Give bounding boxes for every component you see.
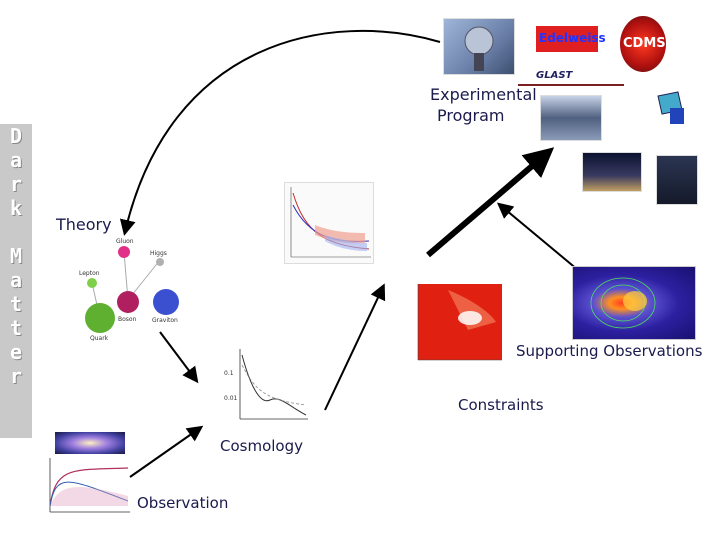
arrow-supporting-to-experimental (496, 202, 579, 271)
constraints-plot: 0.1 0.01 (220, 345, 310, 425)
exclusion-plot (284, 182, 374, 264)
red-exclusion-plot (408, 280, 504, 372)
sidebar-letter: t (9, 316, 23, 340)
arrow-theory-to-cosmology (159, 331, 199, 384)
sidebar-letter: a (9, 268, 23, 292)
cdms-logo: CDMS (620, 16, 666, 72)
thick-arrow-to-experimental (426, 147, 555, 258)
particle-label-lepton: Lepton (79, 270, 100, 277)
particle-label-quark: Quark (90, 335, 109, 342)
observatory-photo (656, 155, 698, 205)
sidebar-letter: e (9, 340, 23, 364)
sidebar-letter: r (9, 364, 23, 388)
satellite-image (648, 88, 688, 128)
sidebar-letter: a (9, 148, 23, 172)
glast-logo: GLAST (518, 70, 624, 86)
night-city-photo (582, 152, 642, 192)
curved-arrow-experimental-to-theory (119, 29, 441, 236)
galaxy-image (55, 432, 125, 454)
sidebar-letter: t (9, 292, 23, 316)
svg-text:0.01: 0.01 (224, 395, 238, 402)
detector-photo (540, 95, 602, 141)
rotation-curve-plot (42, 456, 132, 518)
dark-matter-sidebar: D a r k M a t t e r (0, 124, 32, 438)
arrow-observation-to-cosmology (129, 425, 204, 478)
experimental-label: Experimental Program (430, 85, 537, 125)
sidebar-letter: M (9, 244, 23, 268)
sidebar-letter: D (9, 124, 23, 148)
particle-label-graviton: Graviton (152, 317, 178, 324)
arrow-constraints-to-center (324, 283, 386, 411)
sidebar-letter: k (9, 196, 23, 220)
supporting-observations-label: Supporting Observations (516, 342, 703, 360)
particle-label-boson: Boson (118, 316, 137, 323)
particle-label-higgs: Higgs (150, 250, 167, 257)
edelweiss-logo: Edelweiss (536, 26, 606, 52)
constraints-label: Constraints (458, 396, 544, 414)
observation-label: Observation (137, 494, 229, 512)
cosmology-label: Cosmology (220, 437, 303, 455)
theory-label: Theory (56, 215, 112, 234)
sidebar-letter: r (9, 172, 23, 196)
svg-text:0.1: 0.1 (224, 370, 234, 377)
telescope-image (443, 18, 515, 75)
cluster-contour-map (572, 266, 696, 340)
particle-label-gluon: Gluon (116, 238, 134, 245)
